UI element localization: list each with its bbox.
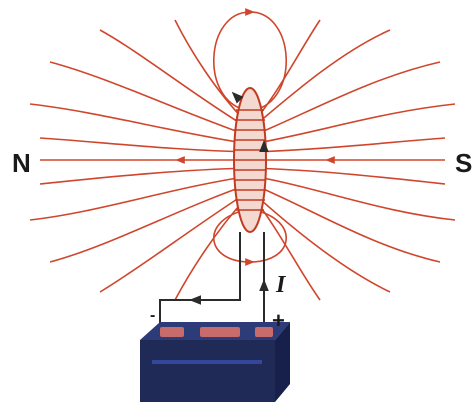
field-line (252, 30, 390, 128)
field-line (40, 138, 250, 152)
negative-terminal-label: - (150, 307, 155, 324)
coil-icon (234, 88, 266, 232)
south-pole-label: S (455, 148, 472, 178)
field-line (252, 104, 455, 144)
field-lines-right (250, 20, 455, 300)
battery-icon (140, 322, 290, 402)
field-line (252, 62, 440, 136)
field-line (252, 192, 390, 292)
field-line (250, 138, 445, 152)
field-line (100, 192, 248, 292)
current-label: I (275, 272, 287, 298)
field-lines-left (30, 20, 250, 300)
north-pole-label: N (12, 148, 31, 178)
circuit-wires (160, 232, 264, 330)
wire-negative (160, 232, 240, 330)
field-line (100, 30, 248, 128)
positive-terminal-label: + (272, 308, 285, 333)
